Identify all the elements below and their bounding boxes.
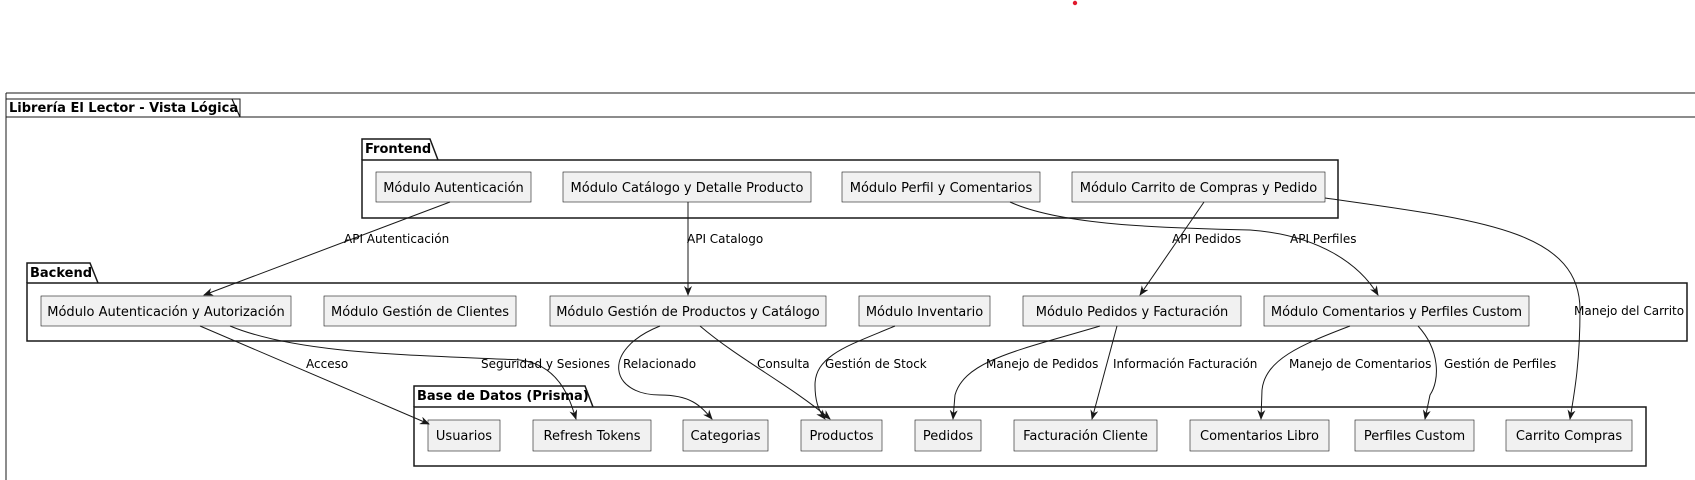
frontend-component-catalog: Módulo Catálogo y Detalle Producto — [562, 171, 812, 203]
backend-package: Backend — [26, 262, 1688, 342]
edge-label-api-profiles: API Perfiles — [1290, 232, 1356, 246]
svg-text:Módulo Perfil y Comentarios: Módulo Perfil y Comentarios — [850, 181, 1033, 196]
svg-text:Módulo Inventario: Módulo Inventario — [866, 305, 983, 320]
db-table-users: Usuarios — [427, 419, 501, 452]
svg-text:Facturación Cliente: Facturación Cliente — [1023, 429, 1148, 444]
accent-dot — [1072, 0, 1078, 6]
edge-label-query: Consulta — [757, 357, 810, 371]
db-table-products: Productos — [800, 419, 883, 452]
edge-api-auth — [203, 201, 451, 296]
svg-text:Perfiles Custom: Perfiles Custom — [1364, 429, 1465, 444]
frontend-package-label: Frontend — [365, 142, 431, 157]
edge-label-api-orders: API Pedidos — [1172, 232, 1241, 246]
svg-text:Carrito Compras: Carrito Compras — [1516, 429, 1623, 444]
edge-order-handling — [949, 325, 1101, 420]
svg-text:Módulo Comentarios y Perfiles: Módulo Comentarios y Perfiles Custom — [1271, 305, 1522, 320]
svg-text:Pedidos: Pedidos — [923, 429, 973, 444]
edge-label-api-auth: API Autenticación — [344, 232, 449, 246]
svg-text:Módulo Gestión de Clientes: Módulo Gestión de Clientes — [331, 305, 509, 320]
frontend-component-cart: Módulo Carrito de Compras y Pedido — [1071, 171, 1326, 203]
edge-label-order-handling: Manejo de Pedidos — [986, 357, 1098, 371]
svg-text:Módulo Autenticación: Módulo Autenticación — [383, 181, 524, 196]
edge-cart-handling — [1324, 197, 1581, 420]
edge-label-api-catalog: API Catalogo — [687, 232, 763, 246]
svg-text:Módulo Carrito de Compras y Pe: Módulo Carrito de Compras y Pedido — [1080, 181, 1318, 196]
database-package: Base de Datos (Prisma) — [413, 385, 1647, 467]
svg-text:Módulo Catálogo y Detalle Prod: Módulo Catálogo y Detalle Producto — [571, 181, 804, 196]
frontend-component-profile: Módulo Perfil y Comentarios — [841, 171, 1041, 203]
db-table-profiles: Perfiles Custom — [1354, 419, 1475, 452]
edge-label-profile-mgmt: Gestión de Perfiles — [1444, 357, 1556, 371]
diagram-title: Librería El Lector - Vista Lógica — [9, 101, 238, 116]
svg-text:Categorias: Categorias — [690, 429, 760, 444]
edge-related — [618, 325, 713, 420]
frontend-package: Frontend — [361, 138, 1339, 219]
backend-package-label: Backend — [30, 266, 92, 281]
edge-label-related: Relacionado — [623, 357, 696, 371]
edge-query — [699, 325, 831, 420]
svg-text:Módulo Autenticación y Autoriz: Módulo Autenticación y Autorización — [47, 305, 284, 320]
db-table-tokens: Refresh Tokens — [532, 419, 652, 452]
edge-label-comment-handling: Manejo de Comentarios — [1289, 357, 1431, 371]
backend-component-clients: Módulo Gestión de Clientes — [323, 295, 517, 327]
svg-text:Comentarios Libro: Comentarios Libro — [1200, 429, 1319, 444]
svg-text:Productos: Productos — [809, 429, 873, 444]
edge-label-security: Seguridad y Sesiones — [481, 357, 610, 371]
edge-access — [199, 325, 430, 425]
db-table-billing: Facturación Cliente — [1013, 419, 1158, 452]
svg-text:Módulo Pedidos y Facturación: Módulo Pedidos y Facturación — [1036, 305, 1229, 320]
edge-label-access: Acceso — [306, 357, 348, 371]
edge-label-stock: Gestión de Stock — [825, 357, 927, 371]
svg-text:Refresh Tokens: Refresh Tokens — [544, 429, 641, 444]
edge-stock — [814, 325, 896, 420]
frontend-component-auth: Módulo Autenticación — [375, 171, 532, 203]
backend-component-orders: Módulo Pedidos y Facturación — [1022, 295, 1242, 327]
svg-text:Módulo Gestión de Productos y: Módulo Gestión de Productos y Catálogo — [556, 305, 820, 320]
db-table-comments: Comentarios Libro — [1189, 419, 1330, 452]
db-table-orders: Pedidos — [914, 419, 982, 452]
backend-component-auth: Módulo Autenticación y Autorización — [40, 295, 292, 327]
edge-profile-mgmt — [1417, 325, 1437, 420]
backend-component-inventory: Módulo Inventario — [858, 295, 991, 327]
backend-component-products: Módulo Gestión de Productos y Catálogo — [549, 295, 827, 327]
edge-billing-info — [1090, 325, 1118, 420]
edge-label-cart-handling: Manejo del Carrito — [1574, 304, 1684, 318]
db-table-cart: Carrito Compras — [1505, 419, 1633, 452]
edge-security — [229, 325, 578, 420]
db-table-categories: Categorias — [682, 419, 769, 452]
edge-api-profiles — [1009, 201, 1379, 296]
backend-component-comments: Módulo Comentarios y Perfiles Custom — [1263, 295, 1530, 327]
svg-text:Usuarios: Usuarios — [436, 429, 492, 444]
edge-label-billing-info: Información Facturación — [1113, 357, 1257, 371]
edge-comment-handling — [1257, 325, 1351, 420]
outer-frame: Librería El Lector - Vista Lógica — [5, 92, 1695, 480]
edge-api-orders — [1139, 201, 1205, 296]
database-package-label: Base de Datos (Prisma) — [417, 389, 589, 404]
